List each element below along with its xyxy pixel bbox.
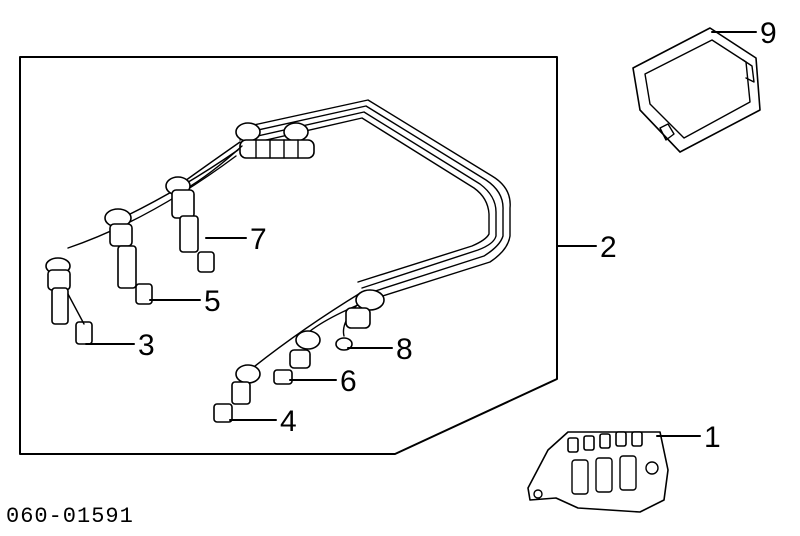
callout-3: 3 [138, 329, 155, 362]
callout-1: 1 [704, 421, 721, 454]
plug-wire-8 [335, 289, 385, 351]
plug-wire-3 [45, 257, 93, 345]
leader-lines [85, 31, 757, 437]
harness-separator [235, 122, 315, 159]
plug-wire-7 [165, 176, 215, 273]
ignition-control-module [632, 27, 761, 153]
callout-8: 8 [396, 333, 413, 366]
wire-set-frame [19, 56, 558, 455]
callout-6: 6 [340, 365, 357, 398]
plug-wire-5 [104, 208, 153, 305]
callout-4: 4 [280, 405, 297, 438]
callout-9: 9 [760, 17, 777, 50]
callout-7: 7 [250, 223, 267, 256]
wire-harness-bundle [239, 99, 511, 301]
plug-wire-6 [273, 330, 321, 385]
plug-wire-4 [213, 364, 261, 423]
plug-leads [67, 141, 243, 249]
drawing-number: 060-01591 [6, 504, 134, 529]
callout-5: 5 [204, 285, 221, 318]
callout-2: 2 [600, 231, 617, 264]
coil-pack [527, 431, 669, 513]
